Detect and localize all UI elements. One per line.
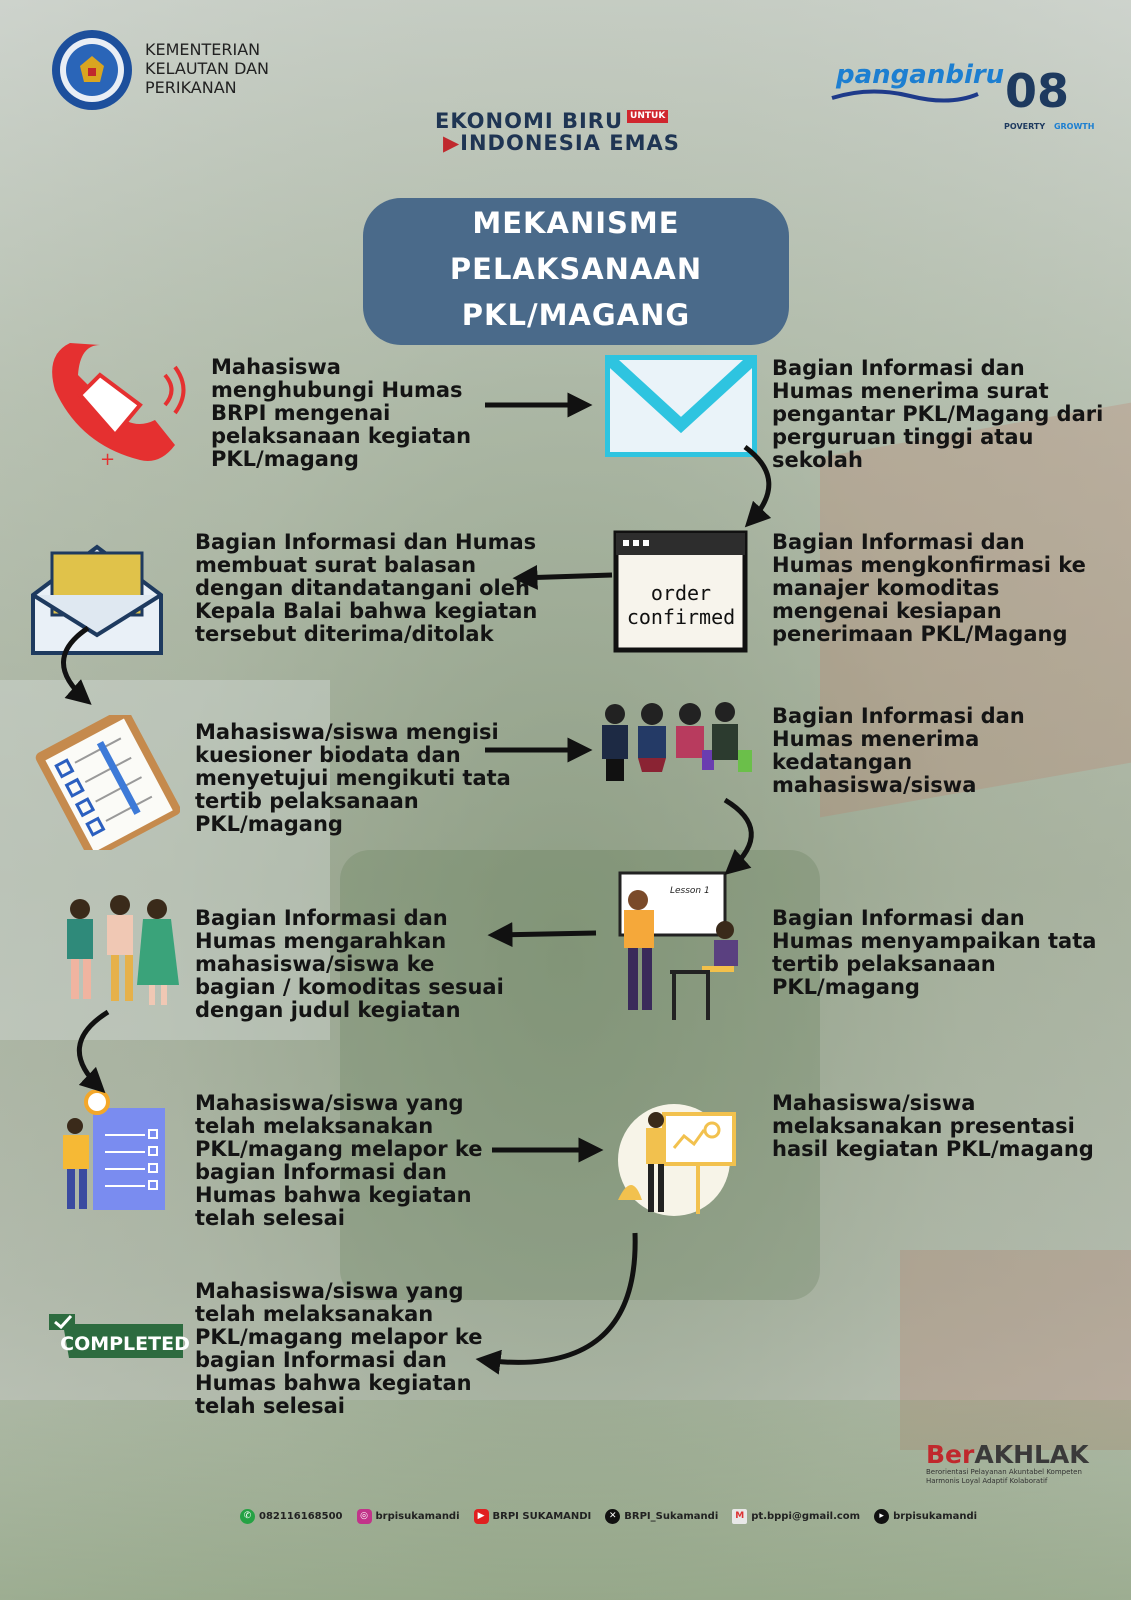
phone-icon: + +: [52, 343, 186, 470]
checklist-clipboard-icon: [35, 715, 180, 850]
whatsapp-icon: ✆: [240, 1508, 255, 1524]
order-confirmed-icon: order confirmed: [613, 530, 748, 653]
step-7-text: Bagian Informasi dan Humas menyampaikan …: [772, 906, 1097, 999]
svg-text:+: +: [100, 449, 115, 470]
panganbiru-logo: panganbiru: [836, 60, 1005, 90]
tiktok-contact[interactable]: ▸brpisukamandi: [874, 1508, 977, 1524]
mail-icon: [605, 355, 757, 457]
zero-eight-logo: 08: [1005, 64, 1070, 118]
open-envelope-icon: [31, 544, 163, 655]
order-line1: order: [651, 581, 711, 605]
x-contact[interactable]: ✕BRPI_Sukamandi: [605, 1508, 718, 1524]
step-8-text: Bagian Informasi dan Humas mengarahkan m…: [195, 906, 504, 1022]
order-line2: confirmed: [627, 605, 735, 629]
step-2-text: Bagian Informasi dan Humas menerima sura…: [772, 356, 1104, 472]
students-icon: [602, 702, 752, 781]
kkp-logo-icon: [52, 30, 132, 110]
whatsapp-contact[interactable]: ✆082116168500: [240, 1508, 343, 1524]
lesson-text: Lesson 1: [670, 886, 710, 896]
ministry-name: KEMENTERIAN KELAUTAN DAN PERIKANAN: [145, 40, 270, 97]
youtube-contact[interactable]: ▶BRPI SUKAMANDI: [473, 1508, 591, 1524]
svg-text:+: +: [55, 344, 70, 365]
step-11-text: Mahasiswa/siswa yang telah melaksanakan …: [195, 1279, 483, 1418]
step-3-text: Bagian Informasi dan Humas mengkonfirmas…: [772, 530, 1086, 646]
step-4-text: Bagian Informasi dan Humas membuat surat…: [195, 530, 538, 646]
teacher-icon: Lesson 1: [618, 871, 738, 1020]
instagram-icon: ◎: [356, 1508, 372, 1524]
tiktok-icon: ▸: [874, 1508, 890, 1524]
page-title: MEKANISME PELAKSANAAN PKL/MAGANG: [363, 198, 789, 345]
contact-footer: ✆082116168500 ◎brpisukamandi ▶BRPI SUKAM…: [240, 1506, 977, 1526]
step-6-text: Bagian Informasi dan Humas menerima keda…: [772, 704, 1025, 797]
wave-icon: [831, 89, 979, 103]
completed-stamp-icon: COMPLETED: [49, 1314, 190, 1358]
walking-students-icon: [67, 895, 179, 1005]
x-icon: ✕: [605, 1508, 621, 1524]
berakhlak-tagline: Berorientasi Pelayanan Akuntabel Kompete…: [926, 1468, 1082, 1485]
zero-eight-labels: POVERTY GROWTH: [1004, 122, 1095, 131]
presentation-icon: [618, 1104, 736, 1216]
report-icon: [63, 1090, 165, 1210]
completed-text: COMPLETED: [60, 1333, 190, 1355]
berakhlak-logo: BerAKHLAK: [926, 1440, 1089, 1469]
instagram-contact[interactable]: ◎brpisukamandi: [356, 1508, 460, 1524]
step-9-text: Mahasiswa/siswa yang telah melaksanakan …: [195, 1091, 483, 1230]
step-1-text: Mahasiswa menghubungi Humas BRPI mengena…: [211, 355, 472, 471]
step-5-text: Mahasiswa/siswa mengisi kuesioner biodat…: [195, 720, 511, 836]
gmail-icon: M: [732, 1508, 748, 1524]
youtube-icon: ▶: [473, 1508, 489, 1524]
step-10-text: Mahasiswa/siswa melaksanakan presentasi …: [772, 1091, 1094, 1161]
